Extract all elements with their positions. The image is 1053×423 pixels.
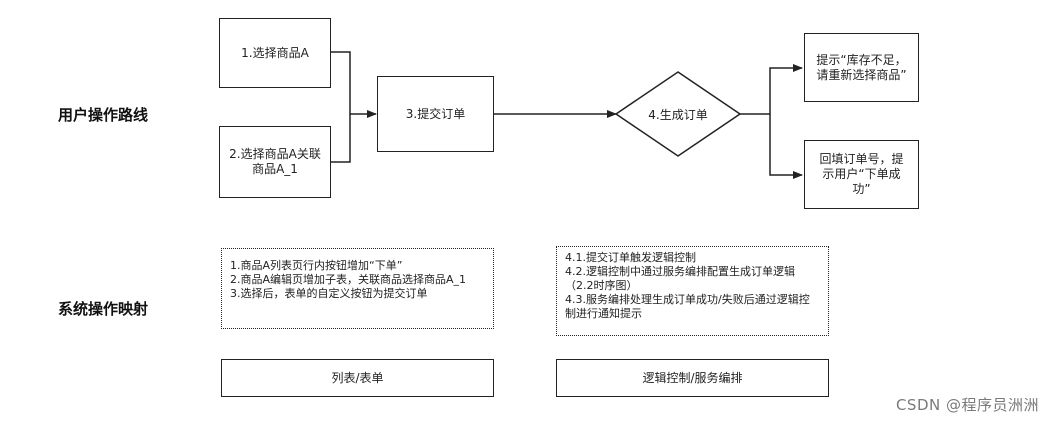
step-select-related-product-label: 2.选择商品A关联商品A_1 bbox=[229, 147, 321, 176]
step-submit-order: 3.提交订单 bbox=[377, 76, 494, 152]
note-list-form-mapping: 1.商品A列表页行内按钮增加“下单” 2.商品A编辑页增加子表，关联商品选择商品… bbox=[221, 248, 494, 329]
module-list-form: 列表/表单 bbox=[221, 359, 494, 397]
step-select-product-a: 1.选择商品A bbox=[219, 18, 331, 88]
result-out-of-stock-label: 提示“库存不足，请重新选择商品” bbox=[816, 52, 907, 82]
watermark: CSDN @程序员洲洲 bbox=[895, 396, 1039, 414]
step-generate-order-label: 4.生成订单 bbox=[648, 108, 708, 122]
connector-step4-to-success bbox=[769, 114, 803, 179]
lane-label-system: 系统操作映射 bbox=[58, 300, 149, 318]
step-select-product-a-label: 1.选择商品A bbox=[241, 45, 309, 60]
result-order-success: 回填订单号，提示用户“下单成功” bbox=[804, 140, 919, 209]
step-select-related-product: 2.选择商品A关联商品A_1 bbox=[219, 126, 331, 198]
decision-diamond bbox=[614, 71, 742, 157]
module-logic-orchestration-label: 逻辑控制/服务编排 bbox=[642, 370, 743, 385]
module-list-form-label: 列表/表单 bbox=[331, 370, 384, 385]
module-logic-orchestration: 逻辑控制/服务编排 bbox=[556, 359, 829, 397]
note-logic-control-mapping: 4.1.提交订单触发逻辑控制 4.2.逻辑控制中通过服务编排配置生成订单逻辑（2… bbox=[556, 246, 829, 336]
lane-label-user: 用户操作路线 bbox=[58, 106, 149, 124]
connector-step4-to-fail bbox=[740, 64, 803, 115]
step-submit-order-label: 3.提交订单 bbox=[405, 106, 466, 121]
connector-step2-to-step3 bbox=[330, 114, 351, 163]
result-out-of-stock: 提示“库存不足，请重新选择商品” bbox=[804, 33, 919, 102]
result-order-success-label: 回填订单号，提示用户“下单成功” bbox=[819, 152, 904, 196]
connector-step1-to-step3 bbox=[330, 51, 377, 118]
